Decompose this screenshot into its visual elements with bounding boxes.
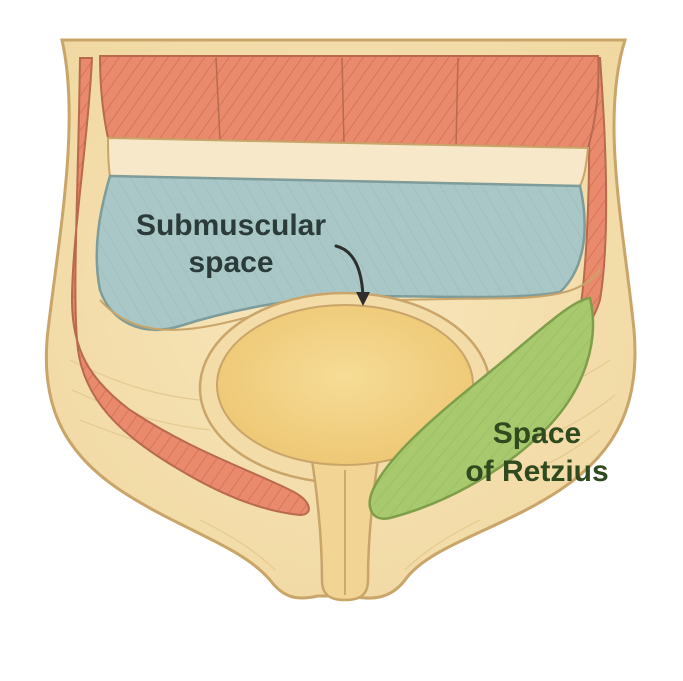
label-submuscular-line1: Submuscular (136, 209, 326, 242)
label-submuscular-line2: space (188, 246, 273, 279)
label-retzius-line1: Space (493, 417, 581, 450)
label-retzius-line2: of Retzius (465, 455, 608, 488)
rectus-muscle (100, 56, 599, 148)
